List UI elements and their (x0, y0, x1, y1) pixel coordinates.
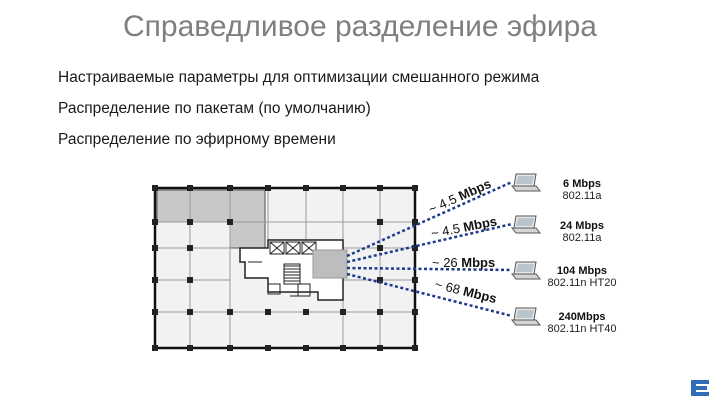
rate-standard: 802.11a (562, 190, 602, 202)
link-line-4 (346, 272, 513, 318)
rate-speed: 24 Mbps (559, 220, 604, 232)
link-line-3 (346, 266, 513, 272)
bullet-mixed-mode: Настраиваемые параметры для оптимизации … (58, 69, 540, 86)
rate-label-4: 240Mbps 802.11n HT40 (527, 311, 637, 335)
rate-label-2: 24 Mbps 802.11a (527, 220, 637, 244)
slide-title: Справедливое разделение эфира (123, 10, 597, 43)
rate-speed: 104 Mbps (556, 265, 608, 277)
link-line-1 (346, 180, 513, 258)
rate-speed: 6 Mbps (563, 178, 601, 190)
link-label-1: ~ 4.5 Mbps (426, 176, 493, 217)
link-line-2 (346, 222, 513, 264)
bullet-packet-distribution: Распределение по пакетам (по умолчанию) (58, 100, 371, 117)
bullet-airtime-distribution: Распределение по эфирному времени (58, 131, 336, 148)
rate-label-3: 104 Mbps 802.11n HT20 (527, 265, 637, 289)
floor-plan (152, 185, 418, 351)
shaded-room (229, 221, 266, 249)
laptop-icon (510, 173, 542, 192)
rate-label-1: 6 Mbps 802.11a (527, 178, 637, 202)
company-logo-icon (686, 375, 714, 401)
laptop-icon (510, 215, 542, 234)
laptop-icon (510, 261, 542, 280)
rate-speed: 240Mbps (558, 311, 606, 323)
link-label-4: ~ 68 Mbps (433, 276, 498, 306)
rate-standard: 802.11n HT20 (547, 277, 617, 289)
rate-standard: 802.11n HT40 (547, 323, 617, 335)
access-point-icon (312, 249, 348, 279)
rate-standard: 802.11a (562, 232, 602, 244)
shaded-room (156, 189, 266, 223)
link-label-3: ~ 26 Mbps (432, 255, 495, 270)
laptop-icon (510, 307, 542, 326)
link-label-2: ~ 4.5 Mbps (430, 213, 498, 240)
